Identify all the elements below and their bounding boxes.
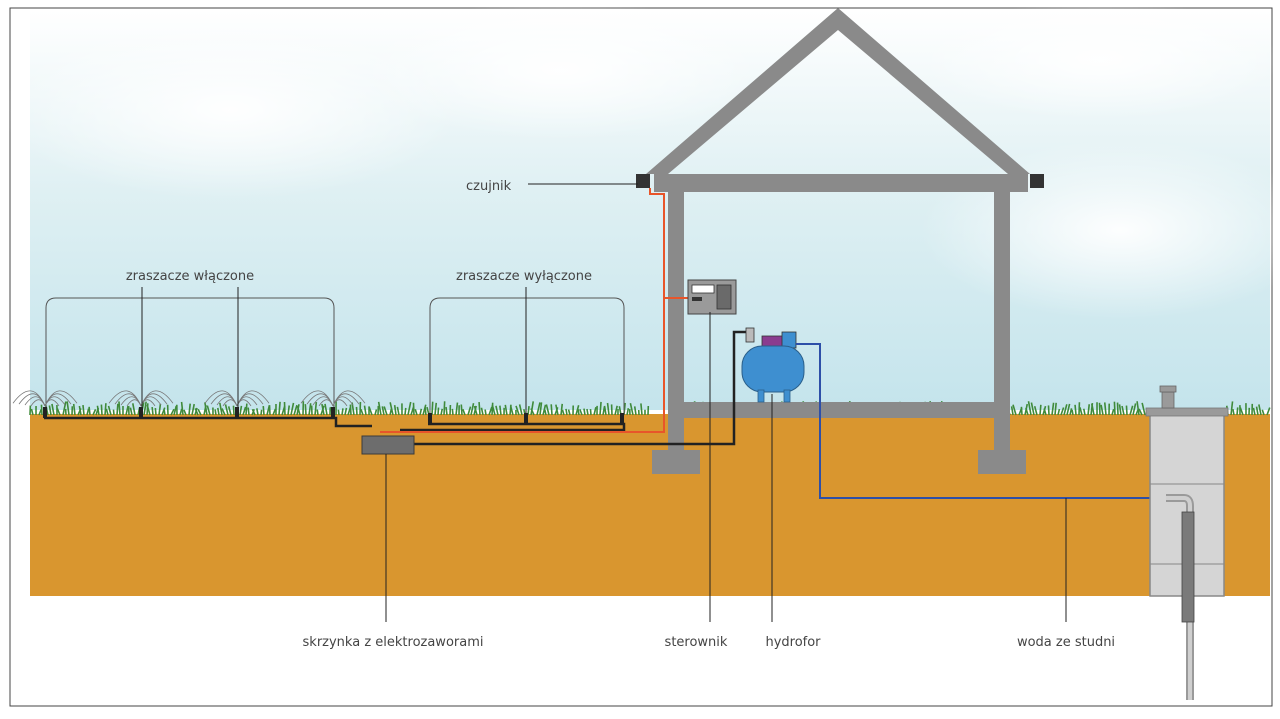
grass-blade bbox=[101, 405, 102, 415]
sprinkler-head bbox=[331, 407, 335, 418]
grass-blade bbox=[461, 405, 462, 415]
grass-blade bbox=[152, 407, 153, 415]
gutter-right bbox=[1030, 174, 1044, 188]
grass-blade bbox=[590, 409, 591, 415]
valve-box bbox=[362, 436, 414, 454]
grass-blade bbox=[551, 404, 552, 415]
grass-blade bbox=[119, 401, 120, 415]
grass-blade bbox=[117, 404, 118, 415]
grass-blade bbox=[1114, 402, 1115, 415]
label-sprinklers-off: zraszacze wyłączone bbox=[456, 269, 592, 284]
grass-blade bbox=[432, 402, 433, 415]
controller bbox=[688, 280, 736, 314]
grass-blade bbox=[500, 406, 501, 415]
label-pump: hydrofor bbox=[765, 635, 821, 650]
label-valve-box: skrzynka z elektrozaworami bbox=[303, 635, 484, 650]
grass-blade bbox=[485, 410, 486, 415]
grass-blade bbox=[1233, 409, 1234, 415]
grass-blade bbox=[600, 402, 601, 415]
grass-blade bbox=[566, 409, 567, 415]
cloud bbox=[920, 0, 1280, 120]
label-sensor: czujnik bbox=[466, 179, 512, 194]
grass-blade bbox=[113, 410, 114, 415]
grass-blade bbox=[452, 409, 453, 415]
grass-blade bbox=[444, 401, 445, 415]
grass-blade bbox=[479, 402, 480, 415]
grass-blade bbox=[545, 410, 546, 415]
soil bbox=[30, 414, 1270, 596]
grass-blade bbox=[584, 409, 585, 415]
grass-blade bbox=[41, 405, 42, 415]
grass-blade bbox=[1075, 405, 1076, 415]
grass-blade bbox=[261, 410, 262, 415]
grass-blade bbox=[89, 407, 90, 415]
grass-blade bbox=[338, 410, 339, 415]
foundation-left bbox=[652, 450, 700, 474]
grass-blade bbox=[342, 408, 343, 415]
grass-blade bbox=[438, 408, 439, 415]
grass-blade bbox=[83, 405, 84, 415]
grass-blade bbox=[246, 404, 247, 415]
grass-blade bbox=[578, 409, 579, 415]
grass-blade bbox=[248, 408, 249, 415]
grass-blade bbox=[1072, 410, 1073, 415]
ceiling-beam bbox=[654, 174, 1028, 192]
sprinkler-head bbox=[428, 413, 432, 424]
cloud bbox=[360, 0, 760, 140]
grass-blade bbox=[641, 403, 642, 415]
label-controller: sterownik bbox=[665, 635, 728, 650]
grass-blade bbox=[413, 403, 414, 415]
grass-blade bbox=[317, 410, 318, 415]
grass-blade bbox=[284, 402, 285, 415]
sprinkler-head bbox=[43, 407, 47, 418]
grass-blade bbox=[528, 406, 529, 415]
grass-blade bbox=[263, 406, 264, 415]
grass-blade bbox=[405, 408, 406, 415]
grass-blade bbox=[1237, 407, 1238, 415]
grass-blade bbox=[305, 404, 306, 415]
grass-blade bbox=[164, 410, 165, 415]
label-sprinklers-on: zraszacze włączone bbox=[126, 269, 254, 284]
grass-blade bbox=[1040, 405, 1041, 415]
sprinkler-head bbox=[620, 413, 624, 424]
foundation-right bbox=[978, 450, 1026, 474]
label-well-water: woda ze studni bbox=[1017, 635, 1115, 650]
grass-blade bbox=[215, 409, 216, 415]
grass-blade bbox=[233, 406, 234, 415]
grass-blade bbox=[1021, 407, 1022, 415]
grass-blade bbox=[1048, 405, 1049, 415]
floor-slab bbox=[668, 402, 1010, 418]
gutter-left bbox=[636, 174, 650, 188]
grass-blade bbox=[155, 408, 156, 415]
grass-blade bbox=[446, 407, 447, 415]
grass-blade bbox=[350, 405, 351, 415]
grass-blade bbox=[425, 408, 426, 415]
grass-blade bbox=[587, 409, 588, 415]
grass-blade bbox=[1126, 406, 1127, 415]
grass-blade bbox=[279, 402, 280, 415]
